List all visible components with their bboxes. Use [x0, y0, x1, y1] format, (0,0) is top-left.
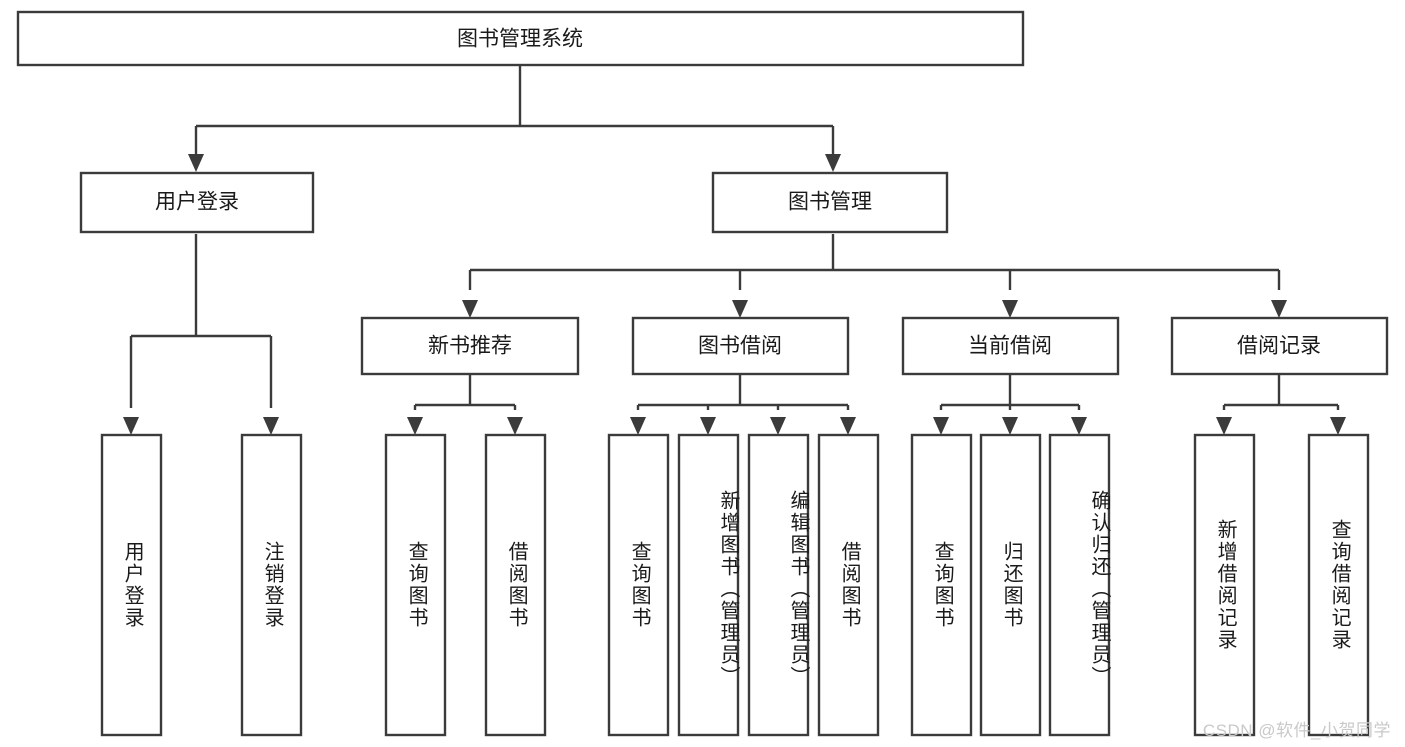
connector-group-current-borrow — [933, 374, 1087, 435]
arrow-icon-leaf-current-query — [933, 417, 949, 435]
node-new-book-recommend-label: 新书推荐 — [428, 335, 512, 358]
leaf-box-record-add[interactable] — [1193, 433, 1256, 737]
node-root-label: 图书管理系统 — [457, 28, 583, 51]
arrow-icon-leaf-current-confirm — [1071, 417, 1087, 435]
leaf-box-recommend-query[interactable] — [384, 433, 447, 737]
arrow-icon-leaf-recommend-query — [407, 417, 423, 435]
connector-group-new-book-recommend — [407, 374, 523, 435]
leaf-box-borrow-edit[interactable] — [747, 433, 810, 737]
leaf-box-borrow-lend[interactable] — [817, 433, 880, 737]
connector-group-borrow-record — [1216, 374, 1346, 435]
arrow-icon-leaf-borrow-edit — [770, 417, 786, 435]
arrow-icon-leaf-user-logout — [263, 417, 279, 435]
leaf-box-group — [100, 433, 1370, 737]
node-root[interactable]: 图书管理系统 — [16, 10, 1025, 67]
node-root-box[interactable] — [16, 10, 1025, 67]
csdn-watermark: CSDN @软件_小贺同学 — [1202, 721, 1391, 740]
node-book-management-box[interactable] — [711, 171, 949, 234]
arrow-icon-leaf-current-return — [1002, 417, 1018, 435]
arrow-icon-leaf-record-add — [1216, 417, 1232, 435]
node-user-login-label: 用户登录 — [155, 191, 239, 214]
arrow-icon-leaf-borrow-query — [630, 417, 646, 435]
node-user-login[interactable]: 用户登录 — [79, 171, 315, 234]
leaf-box-borrow-add[interactable] — [677, 433, 740, 737]
node-new-book-recommend[interactable]: 新书推荐 — [360, 316, 580, 376]
connector-group-root — [188, 65, 841, 172]
leaf-box-recommend-borrow[interactable] — [484, 433, 547, 737]
node-book-management-label: 图书管理 — [788, 191, 872, 214]
arrow-icon-leaf-user-login — [123, 417, 139, 435]
arrow-icon-leaf-borrow-add — [700, 417, 716, 435]
leaf-box-user-logout[interactable] — [240, 433, 303, 737]
leaf-box-current-confirm[interactable] — [1048, 433, 1111, 737]
arrow-icon-book-management — [825, 154, 841, 172]
arrow-icon-current-borrow — [1002, 300, 1018, 318]
leaf-box-borrow-query[interactable] — [607, 433, 670, 737]
leaf-box-current-query[interactable] — [910, 433, 973, 737]
arrow-icon-user-login — [188, 154, 204, 172]
node-current-borrow-label: 当前借阅 — [968, 335, 1052, 358]
arrow-icon-leaf-borrow-lend — [840, 417, 856, 435]
node-user-login-box[interactable] — [79, 171, 315, 234]
node-book-borrow[interactable]: 图书借阅 — [631, 316, 850, 376]
node-current-borrow-box[interactable] — [901, 316, 1120, 376]
node-book-borrow-label: 图书借阅 — [698, 335, 782, 358]
connector-group-user-login — [123, 234, 279, 435]
node-borrow-record[interactable]: 借阅记录 — [1170, 316, 1389, 376]
arrow-icon-book-borrow — [732, 300, 748, 318]
leaf-box-current-return[interactable] — [979, 433, 1042, 737]
node-borrow-record-label: 借阅记录 — [1237, 335, 1321, 358]
leaf-box-user-login[interactable] — [100, 433, 163, 737]
arrow-icon-new-book-recommend — [462, 300, 478, 318]
arrow-icon-leaf-recommend-borrow — [507, 417, 523, 435]
arrow-icon-borrow-record — [1271, 300, 1287, 318]
node-borrow-record-box[interactable] — [1170, 316, 1389, 376]
node-book-management[interactable]: 图书管理 — [711, 171, 949, 234]
node-book-borrow-box[interactable] — [631, 316, 850, 376]
leaf-box-record-query[interactable] — [1307, 433, 1370, 737]
connector-group-book-management — [462, 234, 1287, 318]
connector-group-book-borrow — [630, 374, 856, 435]
node-new-book-recommend-box[interactable] — [360, 316, 580, 376]
arrow-icon-leaf-record-query — [1330, 417, 1346, 435]
node-current-borrow[interactable]: 当前借阅 — [901, 316, 1120, 376]
